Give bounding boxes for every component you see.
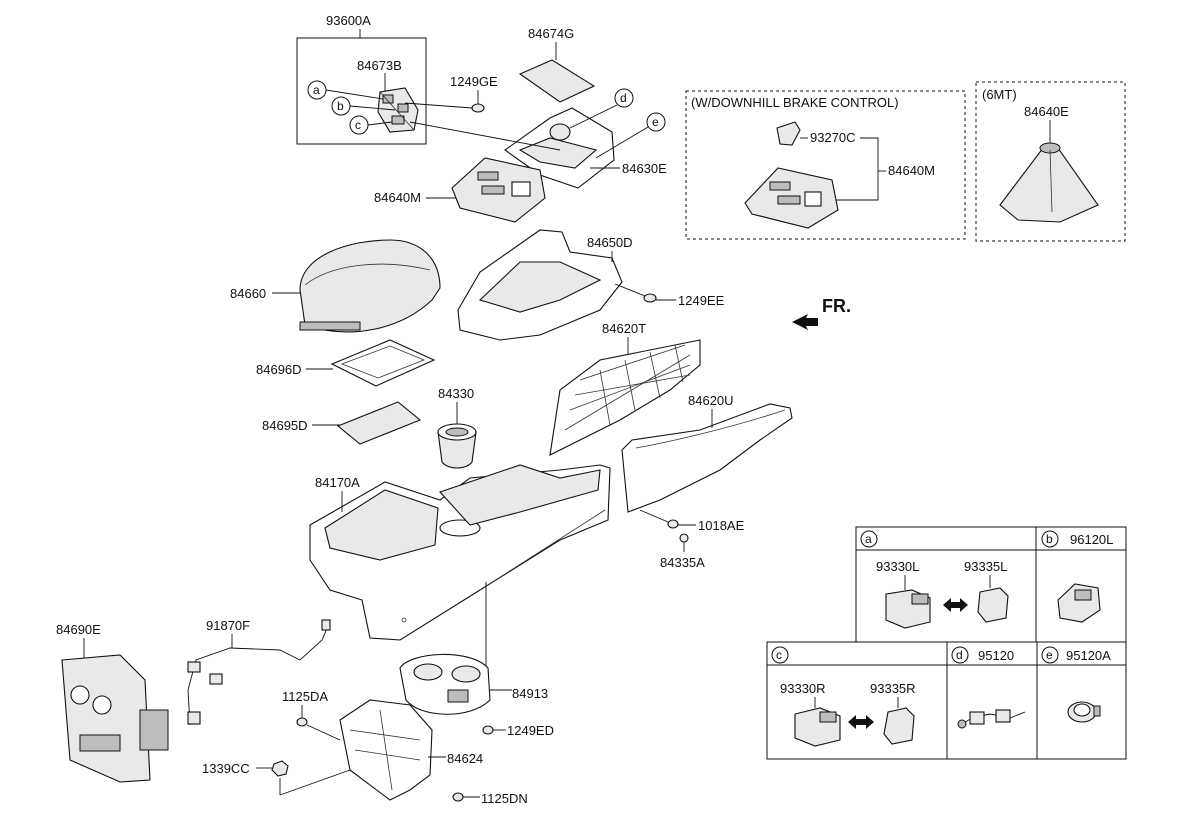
part-84640M: 84640M	[374, 157, 546, 223]
part-1125DA: 1125DA	[282, 689, 341, 741]
part-84695D: 84695D	[262, 401, 422, 445]
part-1339CC: 1339CC	[202, 760, 351, 796]
legend-cell-a: a 93330L 93335L	[860, 530, 1009, 629]
legend-e-part: 95120A	[1066, 648, 1111, 663]
part-84335A: 84335A	[660, 533, 705, 570]
svg-text:d: d	[620, 91, 627, 105]
svg-text:a: a	[313, 83, 320, 97]
label-84620U: 84620U	[688, 393, 734, 408]
part-1249EE: 1249EE	[614, 283, 725, 308]
label-84650D: 84650D	[587, 235, 633, 250]
label-1125DA: 1125DA	[282, 689, 328, 704]
label-84620T: 84620T	[602, 321, 646, 336]
svg-text:e: e	[652, 115, 659, 129]
swap-arrow-icon	[943, 598, 968, 612]
label-84695D: 84695D	[262, 418, 308, 433]
label-1249GE: 1249GE	[450, 74, 498, 89]
part-84913: 84913	[399, 653, 548, 715]
label-84690E: 84690E	[56, 622, 101, 637]
label-84913: 84913	[512, 686, 548, 701]
label-93600A: 93600A	[326, 13, 371, 28]
front-label: FR.	[822, 296, 851, 316]
part-84170A: 84170A	[309, 464, 611, 690]
part-84624: 84624	[339, 699, 483, 801]
box-93600A	[296, 37, 427, 145]
label-1249ED: 1249ED	[507, 723, 554, 738]
label-1018AE: 1018AE	[698, 518, 745, 533]
part-84330: 84330	[437, 386, 477, 469]
part-91870F: 91870F	[187, 618, 331, 726]
svg-text:e: e	[1046, 648, 1053, 662]
part-1018AE: 1018AE	[639, 509, 745, 533]
part-84660: 84660	[230, 239, 441, 333]
legend-cell-d: d 95120	[951, 646, 1026, 729]
part-84690E: 84690E	[56, 622, 169, 783]
part-84650D: 84650D	[457, 229, 633, 341]
legend-cell-e: e 95120A	[1041, 646, 1111, 723]
assembly-93600A: 93600A 84673B a b c	[296, 13, 427, 145]
swap-arrow-icon-c	[848, 715, 874, 729]
part-84620T: 84620T	[549, 321, 701, 456]
legend-a-part2: 93335L	[964, 559, 1007, 574]
legend-table: a 93330L 93335L b 96120L c 93330R 93335R	[766, 526, 1127, 760]
legend-b-part: 96120L	[1070, 532, 1113, 547]
label-84170A: 84170A	[315, 475, 360, 490]
svg-text:a: a	[865, 532, 872, 546]
legend-d-part: 95120	[978, 648, 1014, 663]
callout-e	[646, 112, 666, 132]
label-1339CC: 1339CC	[202, 761, 250, 776]
label-1249EE: 1249EE	[678, 293, 725, 308]
part-1249GE: 1249GE	[404, 74, 498, 113]
svg-text:c: c	[776, 648, 782, 662]
label-1125DN: 1125DN	[481, 791, 528, 806]
downhill-brake-control-box: (W/DOWNHILL BRAKE CONTROL) 93270C 84640M	[685, 90, 966, 240]
label-84660: 84660	[230, 286, 266, 301]
legend-cell-b: b 96120L	[1041, 530, 1113, 623]
callout-d	[614, 88, 634, 108]
svg-text:c: c	[355, 118, 361, 132]
label-84640E: 84640E	[1024, 104, 1069, 119]
part-84620U: 84620U	[621, 393, 793, 513]
mt-box-title: (6MT)	[982, 87, 1017, 102]
svg-text:d: d	[956, 648, 963, 662]
svg-text:b: b	[1046, 532, 1053, 546]
label-84696D: 84696D	[256, 362, 302, 377]
downhill-box-title: (W/DOWNHILL BRAKE CONTROL)	[691, 95, 899, 110]
label-84674G: 84674G	[528, 26, 574, 41]
front-arrow-icon	[792, 314, 818, 330]
switch-assembly-drawing	[377, 87, 419, 133]
part-1125DN: 1125DN	[452, 791, 528, 806]
legend-a-part1: 93330L	[876, 559, 919, 574]
label-84624: 84624	[447, 751, 483, 766]
svg-text:b: b	[337, 99, 344, 113]
label-84673B: 84673B	[357, 58, 402, 73]
6mt-box: (6MT) 84640E	[975, 81, 1126, 242]
label-93270C: 93270C	[810, 130, 856, 145]
legend-c-part2: 93335R	[870, 681, 916, 696]
label-84335A: 84335A	[660, 555, 705, 570]
front-direction-indicator: FR.	[792, 296, 851, 330]
legend-c-part1: 93330R	[780, 681, 826, 696]
label-91870F: 91870F	[206, 618, 250, 633]
label-84330: 84330	[438, 386, 474, 401]
legend-cell-c: c 93330R 93335R	[771, 646, 916, 747]
part-1249ED: 1249ED	[482, 723, 554, 738]
label-84640M: 84640M	[374, 190, 421, 205]
label-84640M-downhill: 84640M	[888, 163, 935, 178]
label-84630E: 84630E	[622, 161, 667, 176]
part-84674G: 84674G	[518, 26, 596, 103]
part-84696D: 84696D	[256, 339, 436, 387]
